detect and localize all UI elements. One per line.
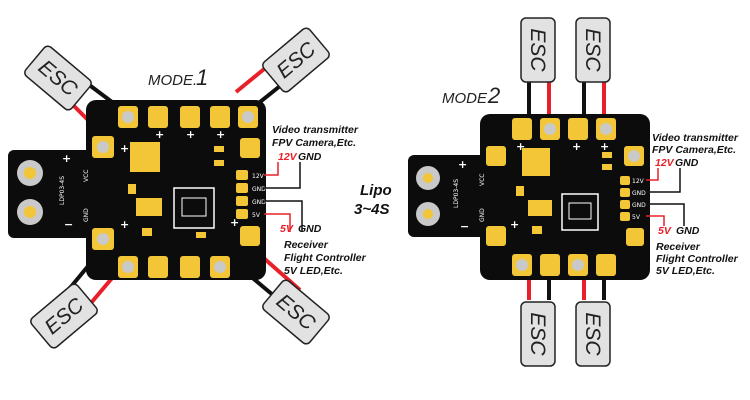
svg-text:+: + (230, 216, 239, 229)
mode2-12v-label: 12V (655, 157, 675, 169)
mode2-video-line2: FPV Camera,Etc. (652, 144, 736, 156)
mode1-silk-vcc: VCC (83, 170, 90, 182)
mode2-receiver-line1: Receiver (656, 241, 701, 253)
mode1-silk-model: LDP03-4S (59, 176, 66, 205)
mode2-title-num: 2 (487, 83, 500, 108)
svg-text:+: + (516, 140, 525, 153)
mode1-pin-label: GND (252, 199, 266, 206)
mode2-output-pins: 12V GND GND 5V (620, 176, 646, 221)
mode1-receiver-line1: Receiver (284, 239, 329, 251)
mode1-output-leads (264, 162, 303, 232)
svg-text:+: + (600, 140, 609, 153)
mode2-esc-bottom-right: ESC (575, 301, 611, 367)
mode1-silk-gnd: GND (83, 208, 90, 222)
svg-text:+: + (62, 152, 71, 165)
mode1-board: + − LDP03-4S VCC GND (8, 100, 266, 280)
mode2-pin-label: GND (632, 202, 646, 209)
mode2-pin-label: GND (632, 190, 646, 197)
mode2-pin-label: 5V (632, 214, 641, 221)
mode2-receiver-line2: Flight Controller (656, 253, 739, 265)
mode2-title-word: MODE. (442, 90, 491, 107)
svg-text:−: − (460, 220, 469, 233)
mode2-video-line1: Video transmitter (652, 132, 739, 144)
mode2-pin-label: 12V (632, 178, 645, 185)
mode1-pin-label: 5V (252, 212, 261, 219)
mode2-esc-label: ESC (581, 28, 604, 72)
lipo-label: Lipo (360, 182, 392, 199)
mode2-esc-bottom-left: ESC (520, 301, 556, 367)
mode2-esc-label: ESC (581, 312, 604, 356)
mode1-5v-label: 5V (280, 223, 294, 235)
svg-text:+: + (510, 218, 519, 231)
mode2-esc-top-right: ESC (575, 17, 611, 83)
mode1-title-word: MODE. (148, 72, 197, 89)
mode1-gnd-top-label: GND (298, 151, 322, 163)
mode2-silk-gnd: GND (479, 208, 486, 222)
mode1-title-num: 1 (196, 65, 208, 90)
svg-text:+: + (186, 128, 195, 141)
svg-text:+: + (572, 140, 581, 153)
mode2-board: + − LDP03-4S VCC GND (408, 114, 650, 280)
mode1-diagram: MODE. 1 ESC ESC ESC ESC (8, 27, 367, 349)
mode2-gnd-top-label: GND (675, 157, 699, 169)
mode1-12v-label: 12V (278, 151, 298, 163)
mode1-esc-bottom-left: ESC (30, 283, 98, 349)
mode2-esc-label: ESC (526, 28, 549, 72)
svg-text:+: + (216, 128, 225, 141)
mode1-esc-bottom-right: ESC (262, 279, 330, 345)
mode2-output-leads (646, 168, 685, 226)
mode2-silk-vcc: VCC (479, 174, 486, 186)
mode1-esc-top-left: ESC (24, 45, 92, 111)
mode2-diagram: MODE. 2 ESC ESC ESC ESC (408, 17, 739, 367)
svg-text:+: + (120, 142, 129, 155)
mode1-receiver-line2: Flight Controller (284, 252, 367, 264)
svg-text:−: − (64, 218, 73, 231)
mode1-video-line1: Video transmitter (272, 124, 359, 136)
mode1-esc-top-right: ESC (262, 27, 330, 93)
mode2-silk-model: LDP03-4S (453, 179, 460, 208)
svg-text:+: + (458, 158, 467, 171)
mode1-gnd-bottom-label: GND (298, 223, 322, 235)
mode1-output-pins: 12V GND GND 5V (236, 170, 266, 219)
lipo-cells-label: 3~4S (354, 201, 389, 218)
mode1-pin-label: 12V (252, 173, 265, 180)
mode1-bottom-pads (118, 256, 230, 278)
svg-text:+: + (120, 218, 129, 231)
mode2-esc-top-left: ESC (520, 17, 556, 83)
mode2-receiver-line3: 5V LED,Etc. (656, 265, 715, 277)
mode1-pin-label: GND (252, 186, 266, 193)
mode1-receiver-line3: 5V LED,Etc. (284, 265, 343, 277)
mode2-5v-label: 5V (658, 225, 672, 237)
mode2-top-pads (512, 118, 616, 140)
svg-text:+: + (155, 128, 164, 141)
mode2-esc-wires (527, 82, 606, 300)
mode1-video-line2: FPV Camera,Etc. (272, 137, 356, 149)
mode2-gnd-bottom-label: GND (676, 225, 700, 237)
mode2-esc-label: ESC (526, 312, 549, 356)
